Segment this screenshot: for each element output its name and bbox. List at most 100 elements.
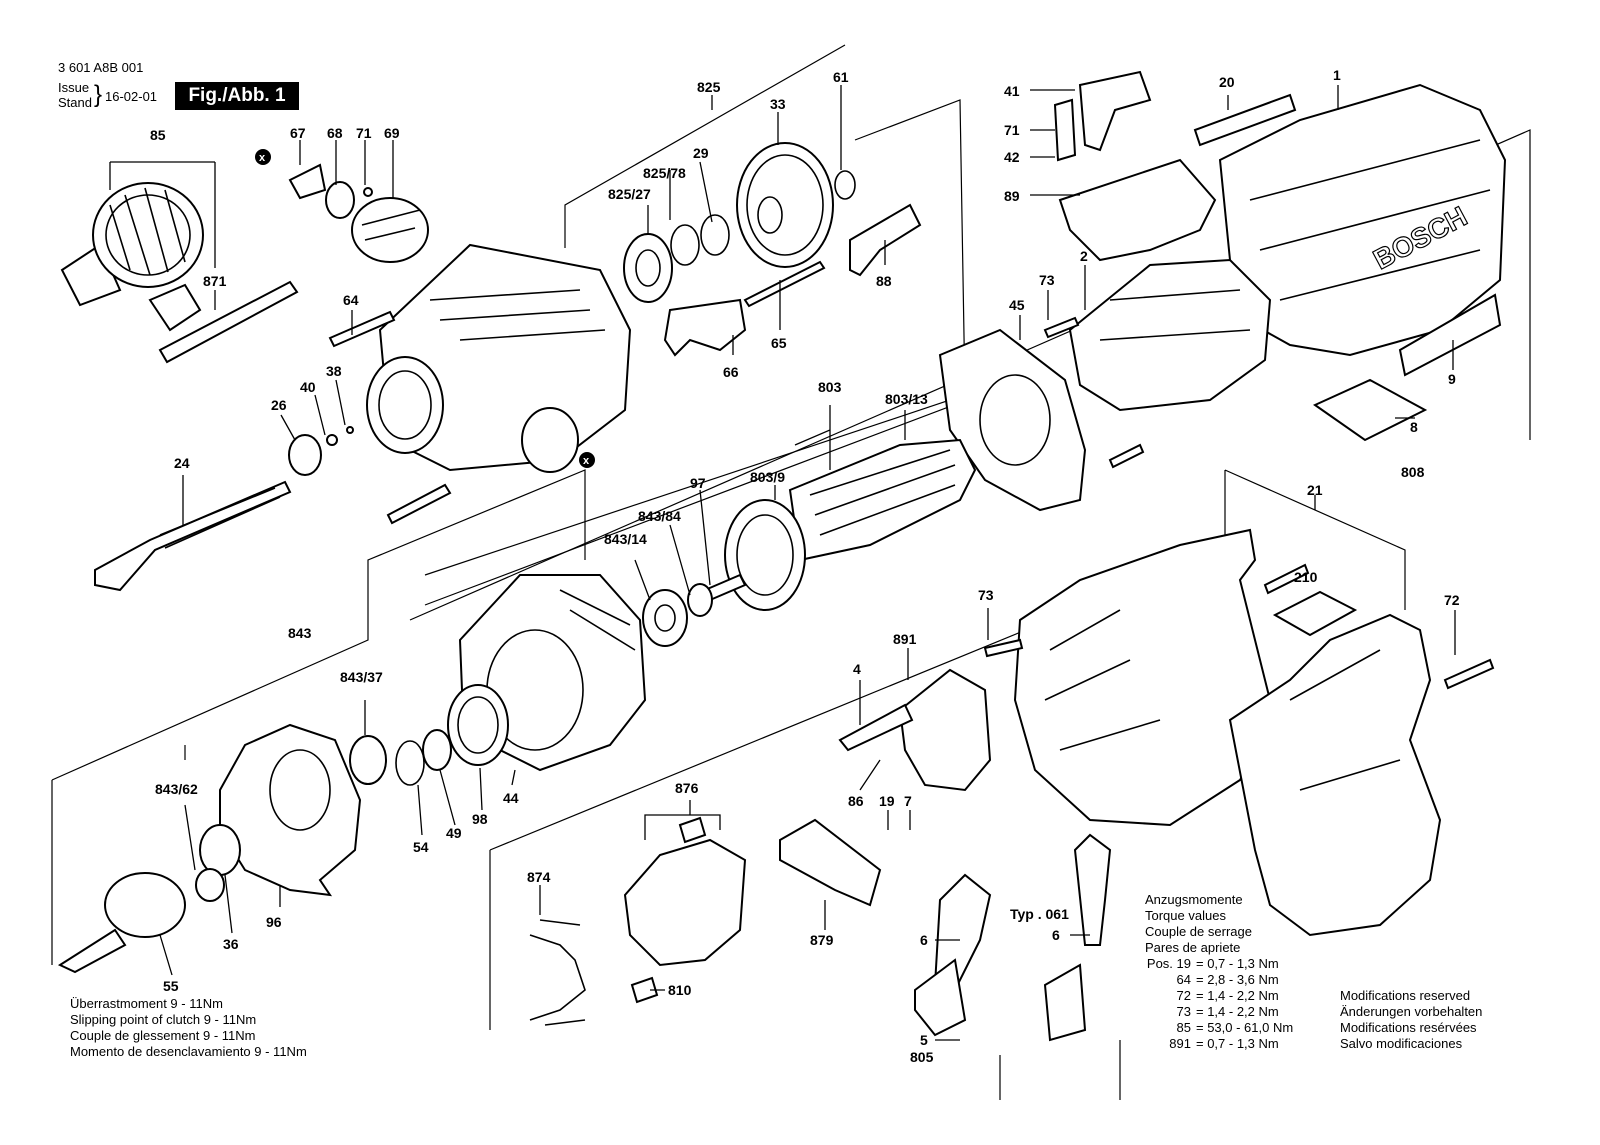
clip-874	[529, 919, 586, 1026]
callout-64: 64	[343, 292, 359, 308]
screws-72-73	[983, 563, 1495, 690]
part-number: 3 601 A8B 001	[58, 60, 144, 75]
parts: BOSCH	[57, 70, 1507, 1042]
callout-49: 49	[446, 825, 462, 841]
callout-labels: 85 67 68 71 69 871 825 825/78 825/27 29 …	[150, 67, 1460, 1065]
ring-98	[447, 684, 509, 766]
small-parts-67-71	[288, 163, 373, 219]
brace-glyph: }	[94, 81, 103, 108]
torque-pos: 64	[1176, 972, 1191, 987]
torque-pos: 891	[1169, 1036, 1191, 1051]
marker-x-1	[255, 149, 271, 165]
callout-5: 5	[920, 1032, 928, 1048]
screws-73	[1043, 316, 1145, 469]
callout-67: 67	[290, 125, 306, 141]
callout-42: 42	[1004, 149, 1020, 165]
callout-40: 40	[300, 379, 316, 395]
callout-88: 88	[876, 273, 892, 289]
armature-803	[703, 438, 977, 611]
torque-value: = 1,4 - 2,2 Nm	[1196, 988, 1279, 1003]
torque-value: = 0,7 - 1,3 Nm	[1196, 1036, 1279, 1051]
callout-98: 98	[472, 811, 488, 827]
label-20	[1193, 93, 1297, 147]
leader-lines	[109, 85, 1456, 1041]
callout-68: 68	[327, 125, 343, 141]
stand-label: Stand	[58, 95, 92, 110]
callout-19: 19	[879, 793, 895, 809]
callout-876: 876	[675, 780, 699, 796]
callout-843: 843	[288, 625, 312, 641]
callout-1: 1	[1333, 67, 1341, 83]
shift-lever-66	[663, 298, 747, 357]
handle-half-outer	[1228, 613, 1442, 937]
field-winding-2	[1068, 258, 1272, 412]
callout-71b: 71	[1004, 122, 1020, 138]
callout-7: 7	[904, 793, 912, 809]
handle-half-21	[1013, 528, 1277, 827]
issue-date: 16-02-01	[105, 89, 158, 104]
callout-9: 9	[1448, 371, 1456, 387]
callout-803-9: 803/9	[750, 469, 785, 485]
callout-85: 85	[150, 127, 166, 143]
callout-89: 89	[1004, 188, 1020, 204]
slip-clutch-line-2: Slipping point of clutch 9 - 11Nm	[70, 1012, 257, 1027]
retaining-rings	[670, 214, 730, 266]
slip-clutch-line-3: Couple de glessement 9 - 11Nm	[70, 1028, 256, 1043]
callout-72: 72	[1444, 592, 1460, 608]
callout-21: 21	[1307, 482, 1323, 498]
callout-874: 874	[527, 869, 551, 885]
callout-36: 36	[223, 936, 239, 952]
gear-33	[736, 142, 834, 268]
callout-typ-061: Typ . 061	[1010, 906, 1069, 922]
callout-33: 33	[770, 96, 786, 112]
assembly-frames	[51, 44, 1531, 1100]
switch-unit	[838, 668, 992, 792]
torque-value: = 2,8 - 3,6 Nm	[1196, 972, 1279, 987]
callout-825: 825	[697, 79, 721, 95]
torque-pos: 72	[1176, 988, 1191, 1003]
callout-44: 44	[503, 790, 519, 806]
callout-54: 54	[413, 839, 429, 855]
callout-73b: 73	[978, 587, 994, 603]
callout-55: 55	[163, 978, 179, 994]
bearing-825-27	[623, 233, 673, 303]
torque-title-es: Pares de apriete	[1145, 940, 1241, 955]
modifications-en: Modifications reserved	[1340, 988, 1471, 1003]
callout-810: 810	[668, 982, 692, 998]
figure-label: Fig./Abb. 1	[175, 82, 299, 110]
callout-805: 805	[910, 1049, 934, 1065]
labels-9-8	[1312, 293, 1502, 442]
brush-holder-876	[623, 816, 747, 1004]
callout-843-37: 843/37	[340, 669, 383, 685]
torque-title-de: Anzugsmomente	[1145, 892, 1243, 907]
switch-button-41-89	[1053, 70, 1217, 262]
modifications-es: Salvo modificaciones	[1340, 1036, 1463, 1051]
callout-71: 71	[356, 125, 372, 141]
callout-843-14: 843/14	[604, 531, 647, 547]
flange-843-62	[219, 723, 362, 897]
callout-871: 871	[203, 273, 227, 289]
selector-knob	[351, 197, 429, 263]
spindle	[94, 480, 292, 592]
screws-64	[328, 310, 452, 525]
callout-96: 96	[266, 914, 282, 930]
cable-sleeve-6	[914, 833, 1112, 1042]
callout-86: 86	[848, 793, 864, 809]
callout-843-84: 843/84	[638, 508, 681, 524]
callout-73: 73	[1039, 272, 1055, 288]
callout-38: 38	[326, 363, 342, 379]
callout-65: 65	[771, 335, 787, 351]
callout-66: 66	[723, 364, 739, 380]
torque-pos: Pos. 19	[1146, 956, 1191, 971]
torque-pos: 85	[1176, 1020, 1191, 1035]
clutch-parts	[349, 729, 452, 786]
callout-24: 24	[174, 455, 190, 471]
clutch-36-nut	[195, 824, 241, 902]
callout-825-27: 825/27	[608, 186, 651, 202]
callout-61: 61	[833, 69, 849, 85]
torque-value: = 1,4 - 2,2 Nm	[1196, 1004, 1279, 1019]
callout-843-62: 843/62	[155, 781, 198, 797]
modifications-de: Änderungen vorbehalten	[1340, 1004, 1483, 1019]
torque-value: = 0,7 - 1,3 Nm	[1196, 956, 1279, 971]
callout-69: 69	[384, 125, 400, 141]
